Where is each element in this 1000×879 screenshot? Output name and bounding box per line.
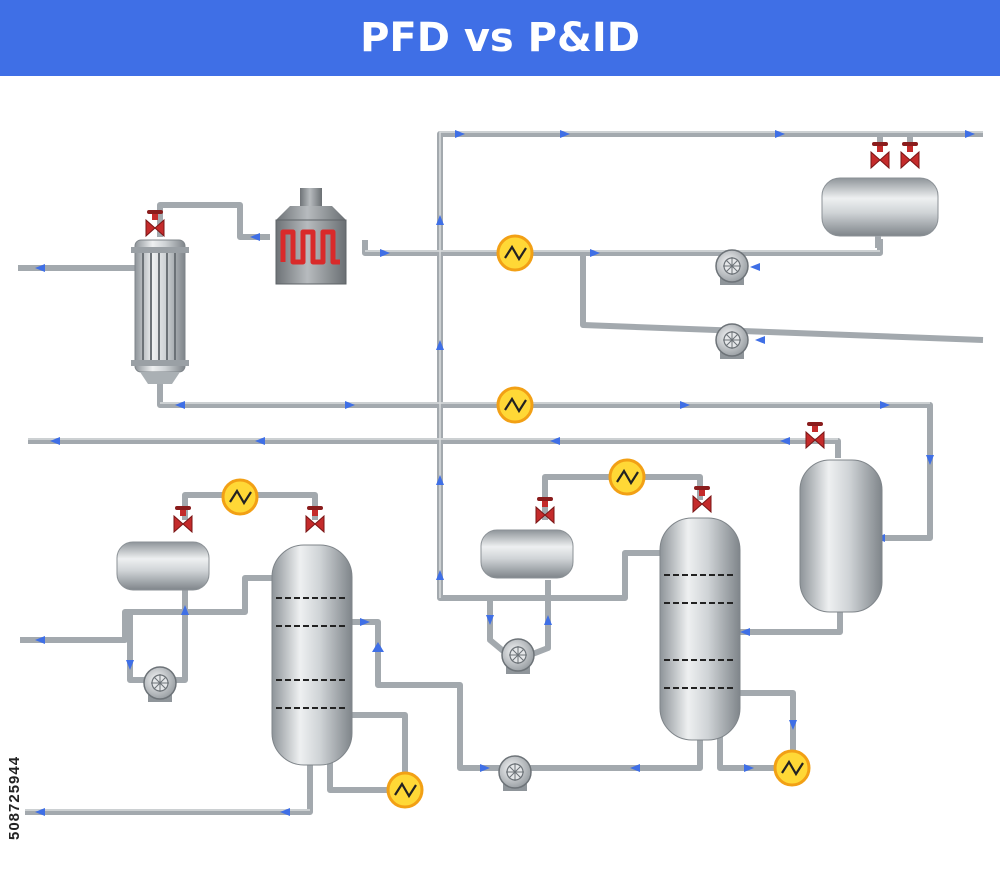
valve-exchanger-top [145, 209, 165, 237]
diagram-svg [18, 130, 984, 816]
fired-heater [275, 188, 347, 285]
heat-exchanger-3 [608, 458, 646, 496]
page-title: PFD vs P&ID [360, 15, 640, 61]
heat-exchanger-2 [496, 386, 534, 424]
pump-5 [498, 755, 532, 792]
column-right [659, 517, 741, 741]
column-left [271, 544, 353, 766]
drum-left [116, 541, 210, 591]
heat-exchanger-1 [496, 234, 534, 272]
heat-exchanger-4 [221, 478, 259, 516]
flow-arrows [35, 130, 975, 816]
valve-drum-1 [870, 141, 890, 169]
stock-image-id: 508725944 [6, 640, 30, 840]
shell-tube-exchanger [131, 239, 189, 384]
stock-id-text: 508725944 [6, 755, 23, 840]
pump-2 [715, 323, 749, 360]
heat-exchanger-6 [773, 749, 811, 787]
process-diagram [0, 76, 1000, 875]
heat-exchanger-5 [386, 771, 424, 809]
pump-1 [715, 249, 749, 286]
pump-3 [143, 666, 177, 703]
drum-top-right [821, 177, 939, 248]
valve-vessel-top [805, 421, 825, 449]
pump-4 [501, 638, 535, 675]
title-bar: PFD vs P&ID [0, 0, 1000, 76]
vertical-vessel [799, 459, 883, 613]
pipe-highlights [25, 131, 983, 811]
drum-middle [480, 529, 574, 579]
valve-drum-2 [900, 141, 920, 169]
